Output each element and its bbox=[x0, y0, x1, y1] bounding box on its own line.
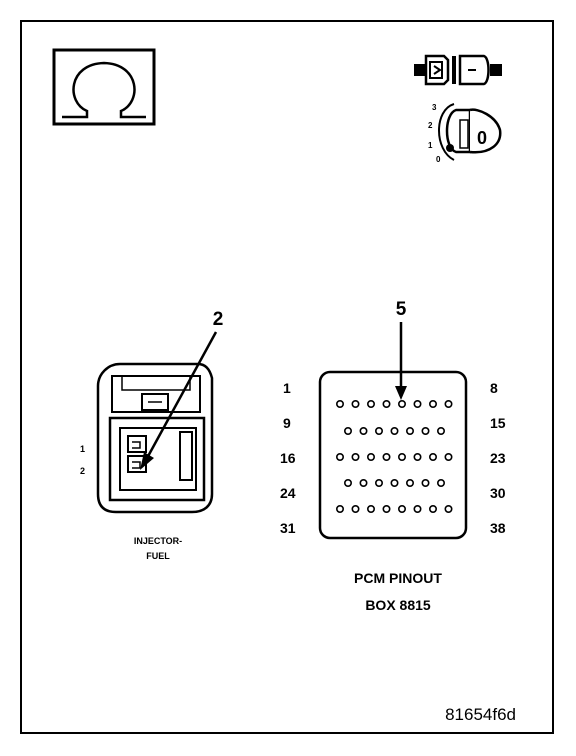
pcm-pin bbox=[351, 399, 360, 408]
pcm-title-line2: BOX 8815 bbox=[365, 597, 431, 613]
pcm-pin bbox=[382, 399, 391, 408]
injector-pin-label-2: 2 bbox=[80, 466, 85, 476]
pcm-pin bbox=[428, 504, 437, 513]
pcm-pin bbox=[366, 452, 375, 461]
pcm-pin bbox=[343, 478, 352, 487]
pcm-pin bbox=[421, 426, 430, 435]
ignition-key-icon: 0 3 2 1 0 bbox=[428, 103, 502, 164]
key-label: 0 bbox=[477, 128, 487, 148]
injector-connector: 1 2 INJECTOR- FUEL bbox=[80, 362, 214, 561]
key-position-2: 2 bbox=[428, 121, 433, 130]
diagram-frame bbox=[20, 20, 554, 734]
pcm-pin bbox=[374, 478, 383, 487]
pcm-row-label-right-1: 8 bbox=[490, 380, 498, 396]
injector-callout: 2 bbox=[140, 309, 223, 470]
pcm-pin bbox=[436, 478, 445, 487]
pcm-pin bbox=[444, 504, 453, 513]
pcm-pin bbox=[390, 478, 399, 487]
pcm-row-label-left-3: 16 bbox=[280, 450, 296, 466]
ohmmeter-symbol bbox=[52, 48, 156, 126]
pcm-row-label-left-4: 24 bbox=[280, 485, 296, 501]
injector-pin-1 bbox=[127, 435, 147, 453]
pcm-pin bbox=[382, 504, 391, 513]
pcm-pin bbox=[359, 426, 368, 435]
pcm-pin bbox=[413, 504, 422, 513]
figure-id: 81654f6d bbox=[445, 705, 516, 724]
pcm-pin bbox=[444, 452, 453, 461]
key-position-3: 3 bbox=[432, 103, 437, 112]
injector-pin-label-1: 1 bbox=[80, 444, 85, 454]
pcm-pin bbox=[366, 504, 375, 513]
pcm-callout: 5 bbox=[395, 299, 407, 400]
pcm-row-label-left-5: 31 bbox=[280, 520, 296, 536]
injector-caption-line1: INJECTOR- bbox=[134, 536, 182, 546]
pcm-pin bbox=[397, 452, 406, 461]
pcm-connector: 1 9 16 24 31 8 15 23 30 38 PCM PINOUT BO… bbox=[280, 370, 506, 613]
pcm-pin bbox=[335, 452, 344, 461]
ignition-connector-icon bbox=[414, 54, 502, 86]
pcm-pin bbox=[374, 426, 383, 435]
pcm-pin bbox=[397, 504, 406, 513]
omega-icon bbox=[62, 61, 146, 119]
pcm-pin-grid bbox=[335, 399, 453, 513]
pcm-pin bbox=[359, 478, 368, 487]
pcm-pin bbox=[413, 399, 422, 408]
pcm-pin bbox=[335, 399, 344, 408]
pcm-pin bbox=[421, 478, 430, 487]
pcm-callout-number: 5 bbox=[396, 299, 407, 320]
pcm-row-label-right-4: 30 bbox=[490, 485, 506, 501]
pcm-pin bbox=[428, 452, 437, 461]
pcm-pin bbox=[351, 504, 360, 513]
pcm-row-label-left-1: 1 bbox=[283, 380, 291, 396]
pcm-pin bbox=[405, 478, 414, 487]
pcm-pin bbox=[351, 452, 360, 461]
pcm-pin bbox=[444, 399, 453, 408]
key-position-0: 0 bbox=[436, 155, 441, 164]
injector-callout-number: 2 bbox=[213, 309, 224, 330]
injector-caption-line2: FUEL bbox=[146, 551, 170, 561]
pcm-pin bbox=[397, 399, 406, 408]
key-position-1: 1 bbox=[428, 141, 433, 150]
pcm-pin bbox=[405, 426, 414, 435]
pcm-pin bbox=[366, 399, 375, 408]
pcm-row-label-right-5: 38 bbox=[490, 520, 506, 536]
pcm-row-label-left-2: 9 bbox=[283, 415, 291, 431]
pcm-pin bbox=[413, 452, 422, 461]
pcm-pin bbox=[382, 452, 391, 461]
pcm-row-label-right-2: 15 bbox=[490, 415, 506, 431]
pcm-pin bbox=[436, 426, 445, 435]
pcm-title-line1: PCM PINOUT bbox=[354, 570, 442, 586]
pcm-pin bbox=[390, 426, 399, 435]
pcm-pin bbox=[335, 504, 344, 513]
pcm-pin bbox=[428, 399, 437, 408]
pcm-row-label-right-3: 23 bbox=[490, 450, 506, 466]
pcm-pin bbox=[343, 426, 352, 435]
